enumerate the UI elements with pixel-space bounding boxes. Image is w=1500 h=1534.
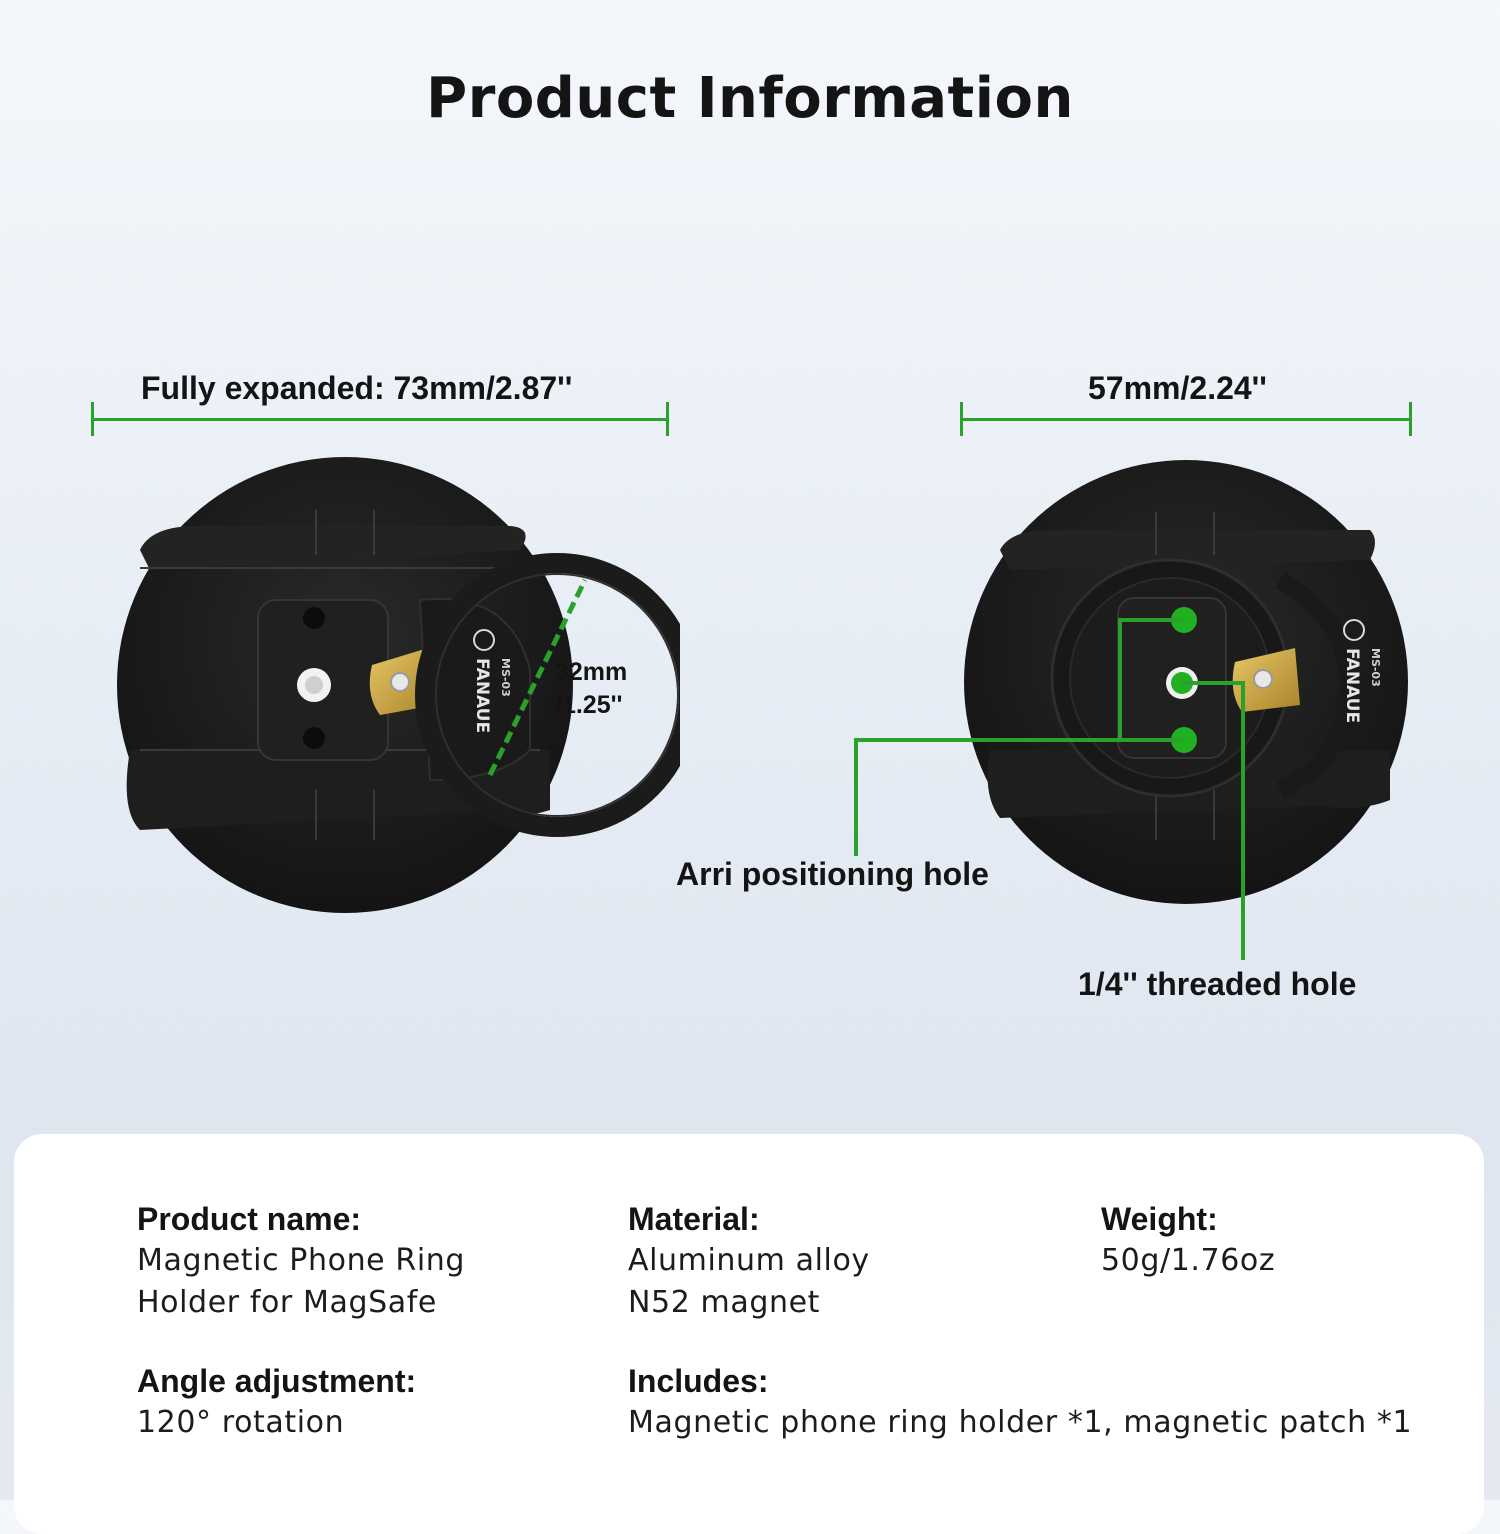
spec-value: 120° rotation: [137, 1405, 345, 1440]
ring-dimension-label: 32mm /1.25'': [555, 656, 627, 722]
ring-dimension-mm: 32mm: [555, 658, 628, 686]
spec-value: Magnetic phone ring holder *1, magnetic …: [628, 1405, 1413, 1440]
spec-weight: Weight: 50g/1.76oz: [1101, 1198, 1275, 1282]
expanded-dimension-ruler: [91, 402, 669, 436]
spec-product-name: Product name: Magnetic Phone Ring Holder…: [137, 1198, 465, 1324]
callout-leader-lines: [854, 618, 1245, 960]
model-text: MS-03: [499, 658, 512, 697]
spec-value: N52 magnet: [628, 1285, 821, 1320]
spec-label: Weight:: [1101, 1201, 1218, 1237]
closed-dimension-label: 57mm/2.24'': [1088, 370, 1267, 406]
page-title: Product Information: [426, 66, 1074, 131]
spec-value: 50g/1.76oz: [1101, 1243, 1276, 1278]
threaded-hole-callout: 1/4'' threaded hole: [1078, 966, 1357, 1002]
spec-label: Material:: [628, 1201, 760, 1237]
spec-angle: Angle adjustment: 120° rotation: [137, 1360, 416, 1444]
spec-value: Aluminum alloy: [628, 1243, 870, 1278]
ring-holder-expanded-image: FANAUE MS-03: [117, 457, 680, 913]
closed-dimension-ruler: [960, 402, 1412, 436]
spec-label: Product name:: [137, 1201, 362, 1237]
spec-card: Product name: Magnetic Phone Ring Holder…: [14, 1134, 1484, 1534]
spec-value: Holder for MagSafe: [137, 1285, 437, 1320]
spec-includes: Includes: Magnetic phone ring holder *1,…: [628, 1360, 1412, 1444]
expanded-dimension-label: Fully expanded: 73mm/2.87'': [141, 370, 573, 406]
brand-logo-text: FANAUE: [472, 658, 492, 733]
model-text-2: MS-03: [1369, 648, 1382, 687]
brand-logo-text-2: FANAUE: [1342, 648, 1362, 723]
spec-label: Includes:: [628, 1363, 769, 1399]
arri-hole-callout: Arri positioning hole: [676, 856, 989, 892]
spec-material: Material: Aluminum alloy N52 magnet: [628, 1198, 870, 1324]
spec-value: Magnetic Phone Ring: [137, 1243, 466, 1278]
ring-dimension-in: /1.25'': [555, 691, 623, 719]
spec-label: Angle adjustment:: [137, 1363, 417, 1399]
